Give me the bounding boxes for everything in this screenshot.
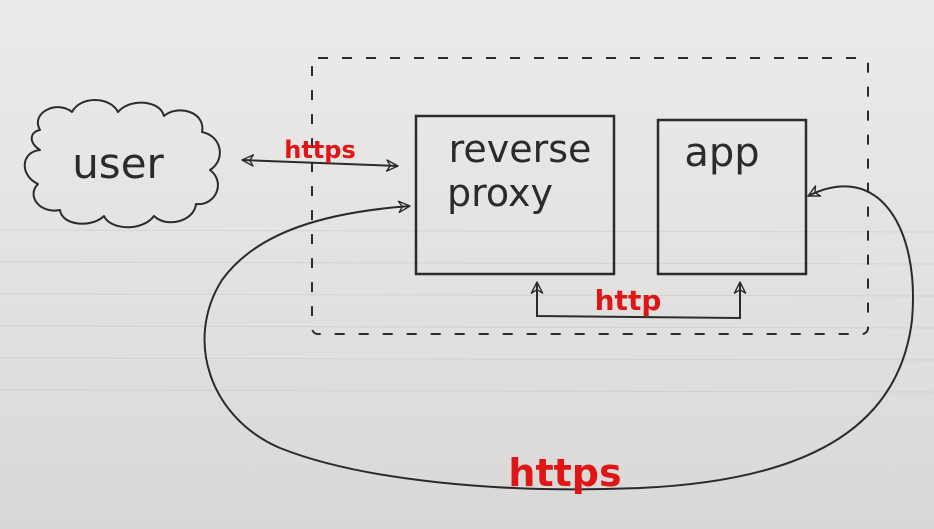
private-network-boundary (311, 57, 869, 335)
user-proxy-protocol-label: https (284, 136, 356, 164)
user-label: user (72, 139, 164, 188)
user-cloud (23, 99, 221, 229)
proxy-app-connector (530, 281, 747, 320)
reverse-proxy-label-line1: reverse (449, 127, 592, 171)
paper-lines (0, 229, 934, 393)
app-proxy-loop-arrow (203, 185, 914, 491)
reverse-proxy-label-line2: proxy (447, 171, 553, 215)
user-proxy-arrow (241, 154, 399, 172)
app-label: app (684, 130, 759, 176)
app-proxy-loop-protocol-label: https (508, 451, 621, 495)
proxy-app-protocol-label: http (595, 284, 662, 317)
